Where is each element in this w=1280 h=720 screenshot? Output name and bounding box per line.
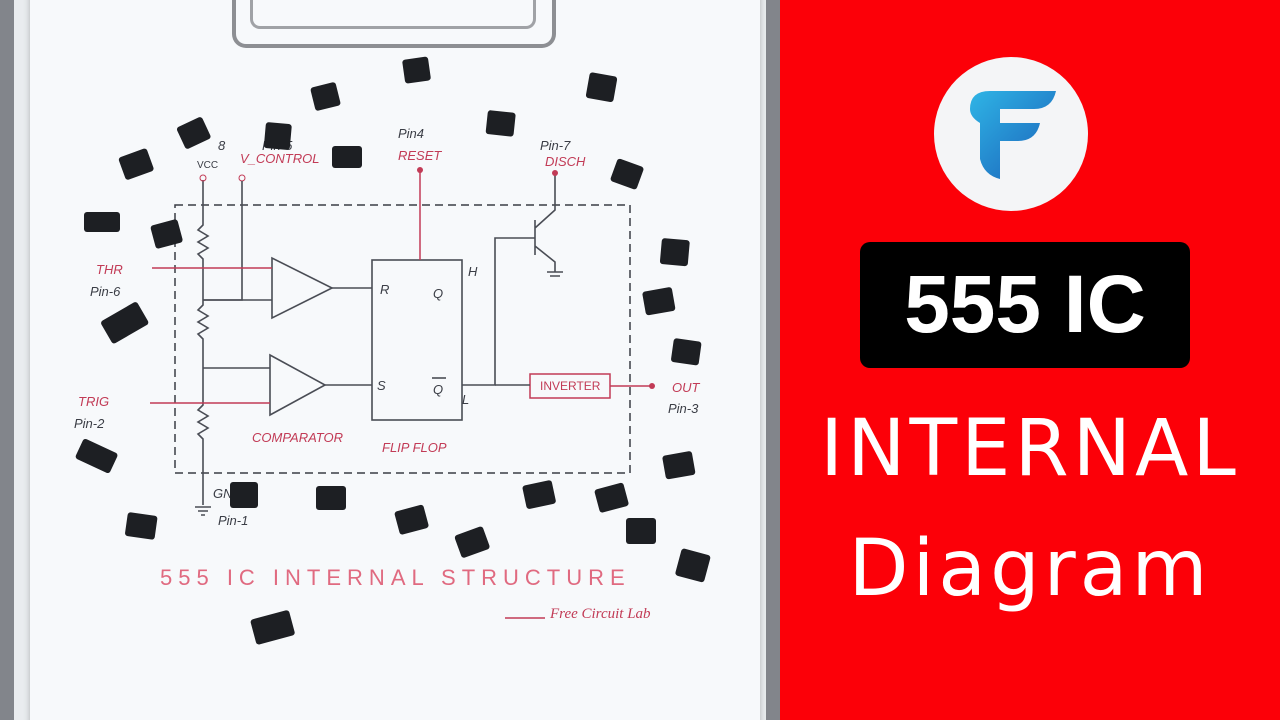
clipboard-clip xyxy=(232,0,556,48)
label-q-output: Q xyxy=(433,286,443,301)
comparator-lower xyxy=(269,353,327,417)
label-r-input: R xyxy=(380,282,389,297)
resistor-divider xyxy=(196,180,210,505)
comparator-upper xyxy=(271,256,334,320)
label-pin4: Pin4 xyxy=(398,126,424,141)
label-qbar-output: Q xyxy=(433,382,443,397)
vcc-terminal xyxy=(199,174,207,182)
badge-text: 555 IC xyxy=(904,259,1146,350)
label-trig: TRIG xyxy=(78,394,109,409)
label-pin2: Pin-2 xyxy=(74,416,105,431)
diagram-title: 555 IC INTERNAL STRUCTURE xyxy=(160,565,631,590)
label-high-mark: H xyxy=(468,264,478,279)
label-disch: DISCH xyxy=(545,154,586,169)
label-pin6: Pin-6 xyxy=(90,284,121,299)
photo-background: 8 VCC Pin-5 V_CONTROL Pin4 RESET Pin-7 D… xyxy=(14,0,766,720)
label-reset: RESET xyxy=(398,148,442,163)
flip-flop-block xyxy=(371,259,463,421)
ground-symbol xyxy=(195,506,211,516)
discharge-transistor xyxy=(462,175,563,386)
label-s-input: S xyxy=(377,378,386,393)
label-flipflop: FLIP FLOP xyxy=(382,440,447,455)
label-pin1: Pin-1 xyxy=(218,513,248,528)
title-word-internal: INTERNAL xyxy=(820,404,1240,494)
label-thr: THR xyxy=(96,262,123,277)
label-vcc: VCC xyxy=(197,160,218,171)
circuit-diagram: 8 VCC Pin-5 V_CONTROL Pin4 RESET Pin-7 D… xyxy=(74,56,711,645)
ic-boundary xyxy=(174,204,631,474)
logo xyxy=(934,57,1088,211)
label-pin8: 8 xyxy=(218,138,226,153)
label-pin7: Pin-7 xyxy=(540,138,571,153)
clipboard-clip-inner xyxy=(250,0,536,29)
logo-f-icon xyxy=(970,91,1056,179)
label-comparator: COMPARATOR xyxy=(252,430,343,445)
label-pin3: Pin-3 xyxy=(668,401,699,416)
label-low-mark: L xyxy=(462,392,469,407)
label-v-control: V_CONTROL xyxy=(240,151,319,166)
label-inverter: INVERTER xyxy=(540,379,601,393)
title-badge: 555 IC xyxy=(860,242,1190,368)
diagram-credit: Free Circuit Lab xyxy=(549,606,651,622)
paper-sheet xyxy=(30,0,760,720)
label-out: OUT xyxy=(672,380,701,395)
ic-chips-decoration xyxy=(75,56,711,645)
title-word-diagram: Diagram xyxy=(848,524,1212,614)
